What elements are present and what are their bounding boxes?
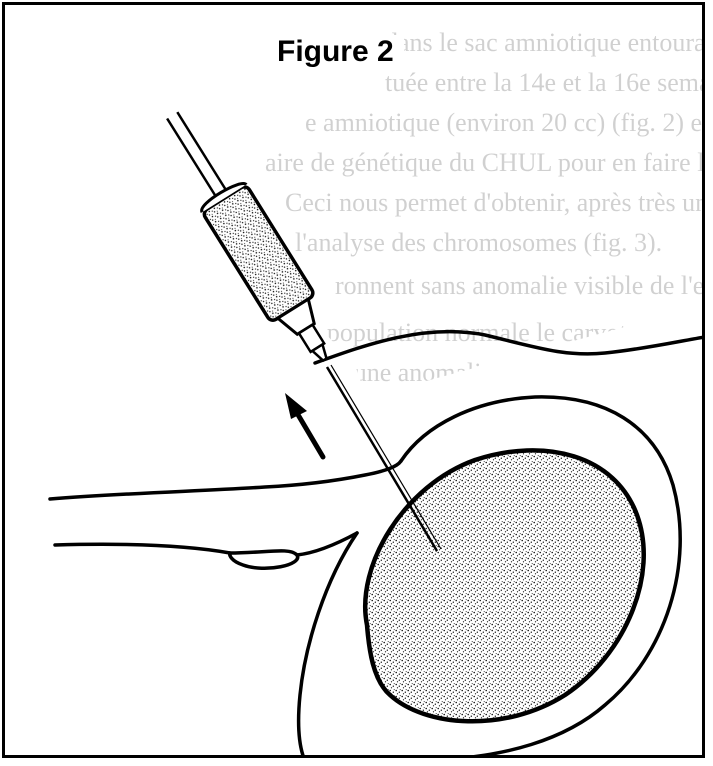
figure-frame: dans le sac amniotique entourant le bébé…: [2, 2, 705, 758]
figure-title: Figure 2: [267, 35, 404, 69]
amniocentesis-illustration: [5, 5, 705, 758]
